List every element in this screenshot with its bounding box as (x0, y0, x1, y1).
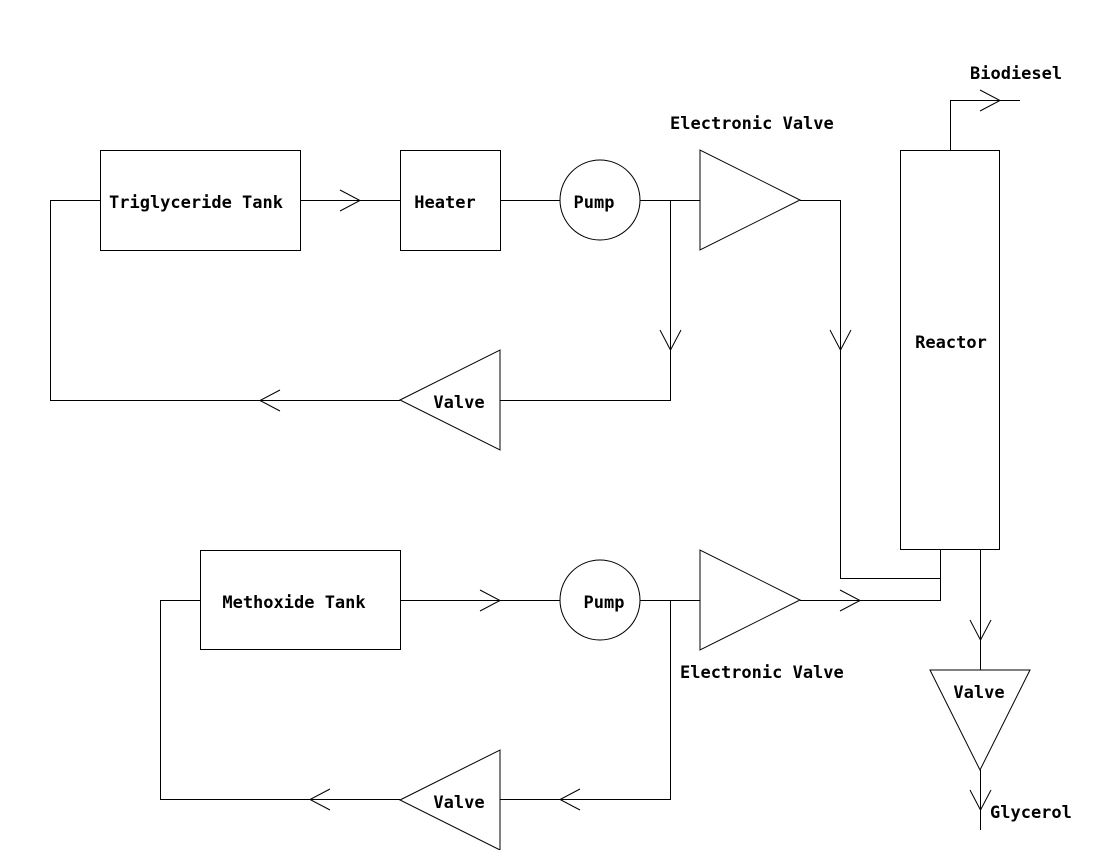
biodiesel-label: Biodiesel (970, 64, 1062, 84)
pipe-recirculation-bottom (500, 600, 671, 811)
pipe-return-to-methoxide-tank (160, 600, 400, 811)
pump-bottom: Pump (559, 559, 641, 641)
pump-top: Pump (559, 159, 641, 241)
valve-bottom-return-label: Valve (433, 793, 484, 813)
reactor: Reactor (900, 150, 1000, 550)
glycerol-label: Glycerol (990, 803, 1072, 823)
methoxide-tank-label: Methoxide Tank (222, 593, 365, 613)
pipe-return-to-tank (50, 200, 400, 412)
reactor-label: Reactor (915, 333, 987, 353)
methoxide-tank: Methoxide Tank (200, 550, 401, 650)
electronic-valve-bottom-label: Electronic Valve (680, 663, 844, 683)
pipe-methoxide-to-pump (400, 589, 560, 612)
pipe-glycerol-outlet (969, 770, 992, 830)
electronic-valve-top (699, 149, 802, 251)
valve-top-return: Valve (398, 349, 501, 451)
valve-glycerol: Valve (929, 669, 1031, 772)
pipe-tank-to-heater (300, 189, 400, 212)
valve-top-return-label: Valve (433, 393, 484, 413)
electronic-valve-top-label: Electronic Valve (670, 114, 834, 134)
pump-top-label: Pump (574, 193, 615, 213)
triglyceride-tank-label: Triglyceride Tank (109, 193, 283, 213)
heater: Heater (400, 150, 501, 251)
pump-bottom-label: Pump (584, 593, 625, 613)
pipe-recirculation-top (500, 200, 682, 401)
pipe-electronic-valve-to-reactor (800, 200, 940, 579)
pipe-reactor-to-glycerol-valve (969, 550, 992, 670)
valve-bottom-return: Valve (398, 749, 501, 850)
pipe-biodiesel-outlet (950, 89, 1020, 150)
pipe-electronic-valve-bottom-to-reactor (800, 550, 941, 612)
triglyceride-tank: Triglyceride Tank (100, 150, 301, 251)
electronic-valve-bottom (699, 549, 802, 651)
valve-glycerol-label: Valve (953, 683, 1004, 703)
heater-label: Heater (414, 193, 475, 213)
